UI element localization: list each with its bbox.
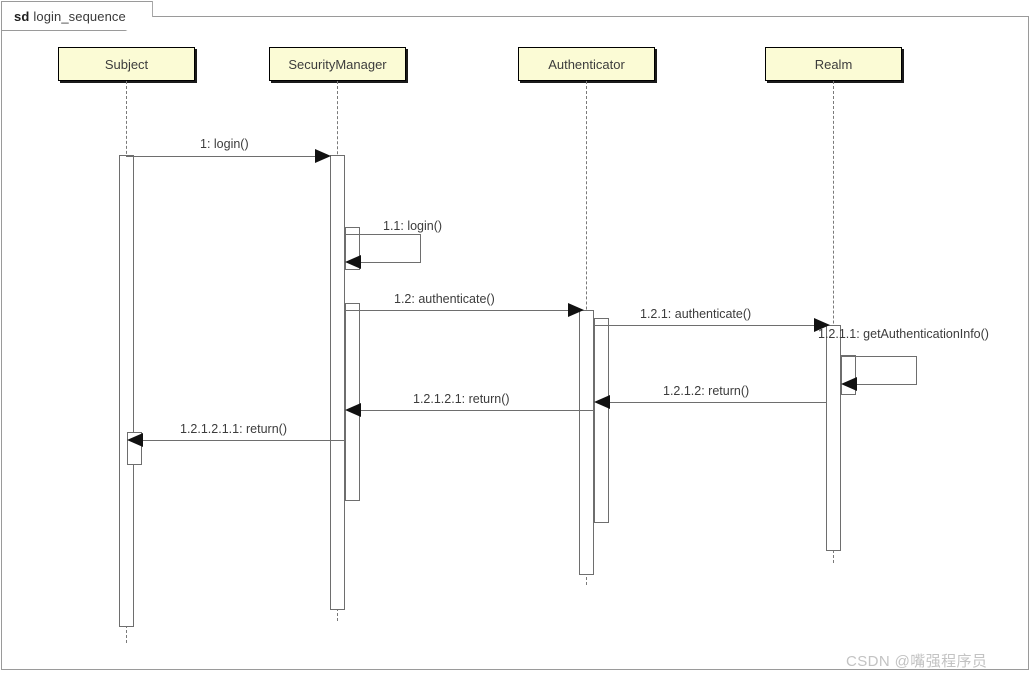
participant-subject[interactable]: Subject [58, 47, 195, 81]
message-1-arrowhead [315, 149, 331, 163]
lifeline-realm [833, 81, 834, 563]
message-1-1-arrowhead [345, 255, 361, 269]
message-1-2-1-arrowhead [814, 318, 830, 332]
activation-authenticator-main [579, 310, 594, 575]
message-1-2-1-2-1-label: 1.2.1.2.1: return() [413, 392, 510, 406]
message-1-1-label: 1.1: login() [383, 219, 443, 233]
activation-realm-main [826, 325, 841, 551]
message-1-2-line [345, 310, 579, 311]
activation-subject-main [119, 155, 134, 627]
message-1-2-1-2-1-1-line [142, 440, 345, 441]
frame-label-tab: sd login_sequence [1, 1, 153, 31]
message-1-2-1-2-arrowhead [594, 395, 610, 409]
message-1-2-1-2-line [609, 402, 826, 403]
activation-securitymanager-main [330, 155, 345, 610]
message-1-2-1-2-1-1-label: 1.2.1.2.1.1: return() [180, 422, 288, 436]
message-1-line [126, 156, 325, 157]
message-1-2-arrowhead [568, 303, 584, 317]
participant-label: Authenticator [548, 56, 625, 72]
message-1-1-line-top [345, 234, 421, 235]
message-1-2-1-1-arrowhead [841, 377, 857, 391]
message-1-2-1-line [594, 325, 826, 326]
participant-label: SecurityManager [288, 56, 387, 72]
participant-securitymanager[interactable]: SecurityManager [269, 47, 406, 81]
message-1-1-line-side [420, 234, 421, 263]
frame-name: login_sequence [33, 8, 126, 24]
frame-keyword: sd [14, 8, 30, 24]
participant-authenticator[interactable]: Authenticator [518, 47, 655, 81]
message-1-2-1-2-1-arrowhead [345, 403, 361, 417]
message-1-2-1-2-1-1-arrowhead [127, 433, 143, 447]
participant-label: Realm [814, 56, 853, 72]
message-1-2-1-label: 1.2.1: authenticate() [640, 307, 752, 321]
message-1-label: 1: login() [200, 137, 249, 151]
participant-label: Subject [104, 56, 149, 72]
message-1-1-line-bottom [361, 262, 421, 263]
message-1-2-1-2-label: 1.2.1.2: return() [663, 384, 750, 398]
message-1-2-1-1-label: 1.2.1.1: getAuthenticationInfo() [818, 327, 989, 341]
csdn-watermark: CSDN @嘴强程序员 [846, 653, 988, 670]
message-1-2-1-1-line-top [841, 356, 917, 357]
interaction-frame [1, 16, 1029, 670]
activation-securitymanager-call [345, 303, 360, 501]
message-1-2-1-1-line-side [916, 356, 917, 385]
message-1-2-label: 1.2: authenticate() [394, 292, 495, 306]
message-1-2-1-1-line-bottom [857, 384, 917, 385]
message-1-2-1-2-1-line [360, 410, 594, 411]
activation-authenticator-call [594, 318, 609, 523]
participant-realm[interactable]: Realm [765, 47, 902, 81]
